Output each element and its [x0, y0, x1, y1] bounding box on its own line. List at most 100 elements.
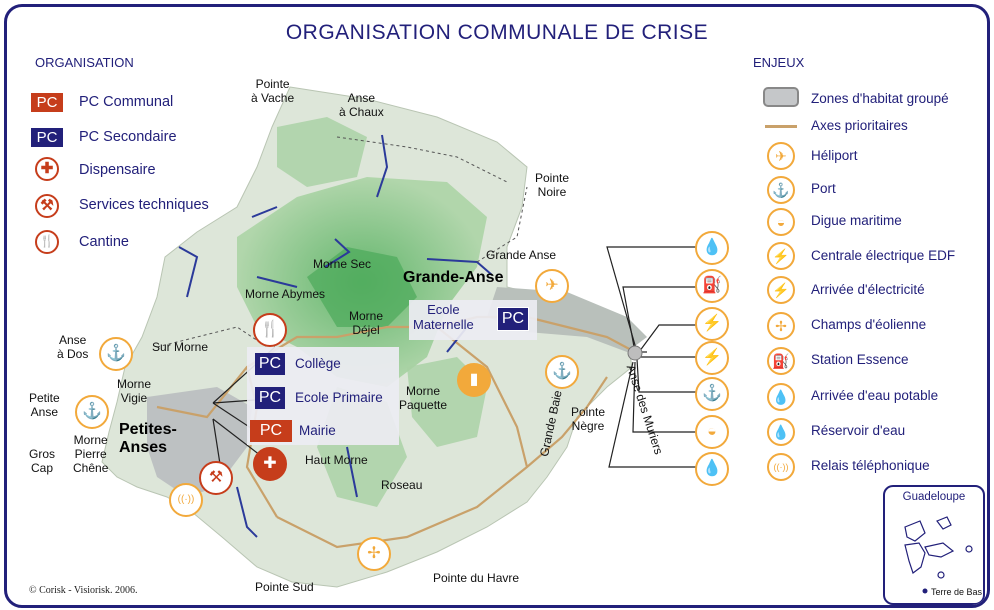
place-morne-sec: Morne Sec: [313, 257, 372, 271]
eau-potable-icon: 💧: [767, 383, 795, 411]
place-anse-dos: Anse à Dos: [57, 333, 89, 361]
mairie-label: Mairie: [299, 423, 336, 438]
legend-centrale: Centrale électrique EDF: [811, 248, 956, 263]
digue-icon: ◒: [767, 208, 795, 236]
callout-digue-icon: ◒: [695, 415, 729, 449]
place-pointe-noire: Pointe Noire: [535, 171, 570, 199]
place-pointe-negre: Pointe Nègre: [571, 405, 606, 433]
ecole-maternelle-label: Ecole Maternelle: [413, 302, 474, 332]
legend-pc-secondaire: PC Secondaire: [79, 129, 177, 145]
island-map: [101, 86, 697, 588]
anse-muriers-point: [627, 345, 643, 361]
copyright: © Corisk - Visiorisk. 2006.: [29, 585, 138, 596]
legend-heliport: Héliport: [811, 148, 858, 163]
river: [236, 486, 258, 538]
legend-cantine: Cantine: [79, 234, 129, 250]
legend-relais: Relais téléphonique: [811, 458, 930, 473]
relais-map-icon: ((·)): [169, 483, 203, 517]
axes-line: [765, 125, 797, 128]
place-pointe-havre: Pointe du Havre: [433, 571, 520, 585]
forest-north: [277, 117, 367, 187]
callout-station-essence-icon: ⛽: [695, 269, 729, 303]
forest-core: [307, 247, 417, 327]
legend-eau-potable: Arrivée d'eau potable: [811, 388, 939, 403]
inset-terre-de-bas: Terre de Bas: [931, 587, 983, 597]
legend-reservoir: Réservoir d'eau: [811, 423, 906, 438]
heliport-icon: ✈: [767, 142, 795, 170]
legend-pc-communal: PC Communal: [79, 94, 174, 110]
place-haut-morne: Haut Morne: [305, 453, 368, 467]
habitat-swatch: [763, 87, 799, 107]
reservoir-icon: 💧: [767, 418, 795, 446]
place-anse-chaux: Anse à Chaux: [339, 91, 384, 119]
map-frame: ORGANISATION COMMUNALE DE CRISE: [4, 4, 990, 608]
services-techniques-map-icon: ⚒: [199, 461, 233, 495]
enjeux-heading: ENJEUX: [753, 55, 805, 70]
guadeloupe-inset: Guadeloupe Terre de Bas: [883, 485, 985, 605]
legend-eolienne: Champs d'éolienne: [811, 317, 927, 332]
callout-arrivee-electricite-icon: ⚡: [695, 341, 729, 375]
town-grande-anse: Grande-Anse: [403, 269, 504, 286]
heliport-map-icon: ✈: [535, 269, 569, 303]
river: [376, 134, 389, 198]
legend-habitat: Zones d'habitat groupé: [811, 91, 949, 106]
place-morne-vigie: Morne Vigie: [117, 377, 152, 405]
ecole-maternelle-pc-badge: PC: [497, 307, 529, 331]
pc-communal-badge: PC: [31, 93, 63, 112]
eolienne-map-icon: ✢: [357, 537, 391, 571]
legend-services-techniques: Services techniques: [79, 197, 209, 213]
river: [346, 446, 358, 498]
place-morne-abymes: Morne Abymes: [245, 287, 326, 301]
legend-arrivee-electricite: Arrivée d'électricité: [811, 282, 925, 297]
station-essence-icon: ⛽: [767, 347, 795, 375]
port-map-icon-anse-dos: ⚓: [99, 337, 133, 371]
ecole-primaire-pc-badge: PC: [255, 387, 285, 409]
cantine-icon: 🍴: [35, 230, 59, 254]
place-pointe-sud: Pointe Sud: [255, 580, 314, 594]
river: [178, 246, 199, 298]
pc-secondaire-badge: PC: [31, 128, 63, 147]
town-petites-anses: Petites- Anses: [119, 421, 177, 456]
college-pc-badge: PC: [255, 353, 285, 375]
callout-centrale-icon: ⚡: [695, 307, 729, 341]
inset-map: [904, 516, 973, 594]
arrivee-electricite-icon: ⚡: [767, 276, 795, 304]
place-morne-paquette: Morne Paquette: [399, 384, 448, 412]
relais-icon: ((·)): [767, 453, 795, 481]
place-petite-anse: Petite Anse: [29, 391, 60, 419]
college-label: Collège: [295, 356, 341, 371]
services-techniques-icon: ⚒: [35, 194, 59, 218]
page-title: ORGANISATION COMMUNALE DE CRISE: [285, 21, 709, 44]
river: [324, 238, 351, 268]
eolienne-icon: ✢: [767, 312, 795, 340]
boundary-line: [156, 136, 528, 348]
mairie-pc-badge: PC: [250, 420, 292, 442]
place-roseau: Roseau: [381, 478, 423, 492]
callout-port-icon: ⚓: [695, 377, 729, 411]
callout-reservoir-icon: 💧: [695, 231, 729, 265]
legend-station-essence: Station Essence: [811, 352, 909, 367]
inset-title: Guadeloupe: [902, 491, 966, 503]
dispensaire-icon: ✚: [35, 157, 59, 181]
centrale-icon: ⚡: [767, 242, 795, 270]
place-gros-cap: Gros Cap: [29, 447, 56, 475]
place-sur-morne: Sur Morne: [152, 340, 209, 354]
dispensaire-map-icon: ✚: [253, 447, 287, 481]
port-map-icon-grande-baie: ⚓: [545, 355, 579, 389]
ecole-primaire-label: Ecole Primaire: [295, 390, 383, 405]
river: [251, 206, 278, 218]
callout-eau-potable-icon: 💧: [695, 452, 729, 486]
organisation-heading: ORGANISATION: [35, 55, 134, 70]
port-icon: ⚓: [767, 176, 795, 204]
port-map-icon-petite-anse: ⚓: [75, 395, 109, 429]
place-morne-dejel: Morne Déjel: [349, 309, 384, 337]
cantine-map-icon: 🍴: [253, 313, 287, 347]
reservoir-map-icon: ▮: [457, 363, 491, 397]
legend-port: Port: [811, 181, 836, 196]
legend-digue: Digue maritime: [811, 213, 902, 228]
place-grande-anse-small: Grande Anse: [486, 248, 557, 262]
legend-axes: Axes prioritaires: [811, 118, 908, 133]
place-pointe-vache: Pointe à Vache: [251, 77, 295, 105]
legend-dispensaire: Dispensaire: [79, 162, 156, 178]
river: [256, 276, 298, 288]
